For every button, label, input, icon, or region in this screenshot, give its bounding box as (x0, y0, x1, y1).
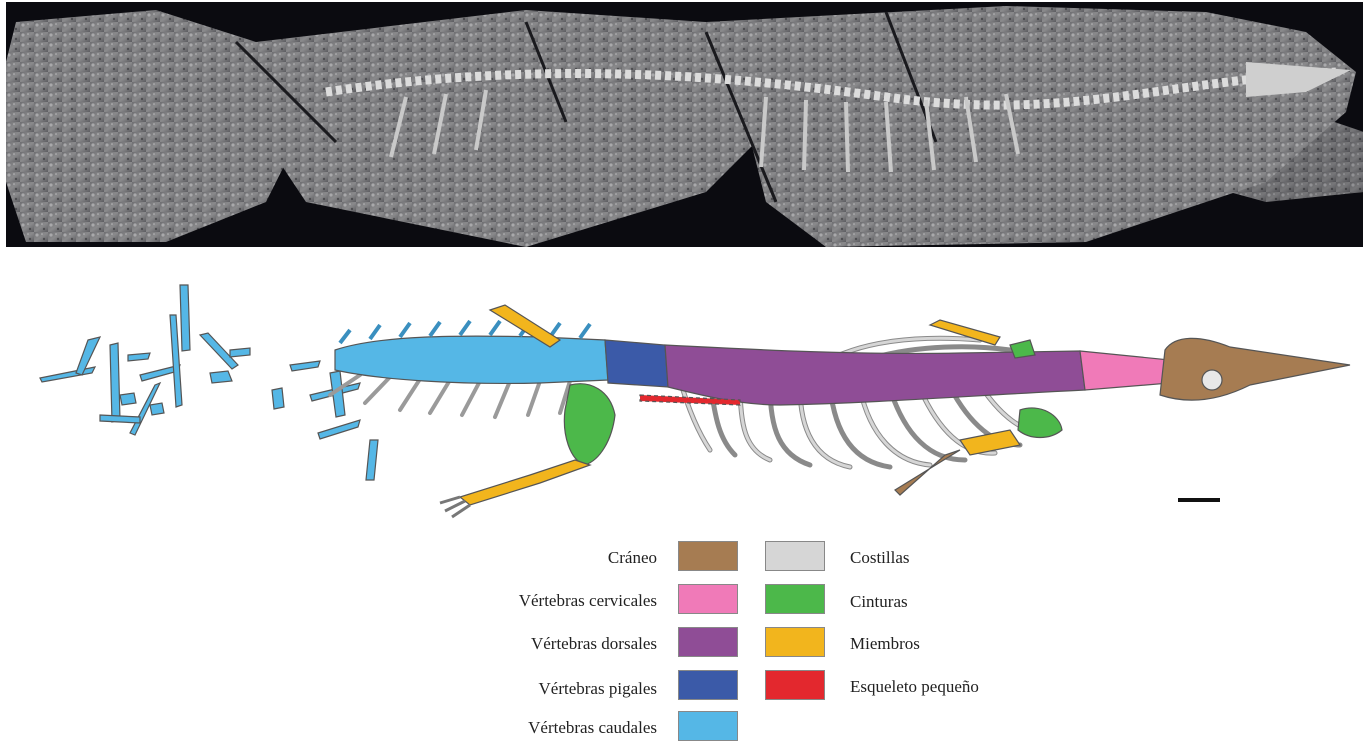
legend-label-limbs: Miembros (850, 634, 920, 654)
legend-swatch-dorsal (678, 627, 738, 657)
legend-label-skull: Cráneo (357, 548, 657, 568)
skeleton-drawing (0, 255, 1363, 525)
legend-label-ribs: Costillas (850, 548, 910, 568)
scattered-caudal-bones (40, 285, 378, 480)
legend-label-small-skeleton: Esqueleto pequeño (850, 677, 979, 697)
legend-swatch-cervical (678, 584, 738, 614)
legend-label-cervical: Vértebras cervicales (357, 591, 657, 611)
legend-swatch-limbs (765, 627, 825, 657)
pygal-vertebrae (605, 340, 668, 387)
legend-swatch-pygal (678, 670, 738, 700)
pectoral-girdle-upper (1010, 340, 1035, 358)
skull-orbit (1202, 370, 1222, 390)
legend-swatch-ribs (765, 541, 825, 571)
fossil-photograph (6, 2, 1363, 247)
legend-label-dorsal: Vértebras dorsales (357, 634, 657, 654)
skull (1160, 338, 1350, 400)
cervical-vertebrae (1080, 351, 1170, 390)
legend-swatch-girdles (765, 584, 825, 614)
legend-label-pygal: Vértebras pigales (357, 679, 657, 699)
legend-swatch-skull (678, 541, 738, 571)
legend-label-caudal: Vértebras caudales (357, 718, 657, 738)
legend-label-girdles: Cinturas (850, 592, 908, 612)
pelvic-girdle (564, 384, 615, 465)
scale-bar (1178, 498, 1220, 502)
caudal-vertebrae (335, 321, 608, 383)
legend-swatch-small-skeleton (765, 670, 825, 700)
pectoral-girdle (1018, 408, 1062, 438)
legend-swatch-caudal (678, 711, 738, 741)
